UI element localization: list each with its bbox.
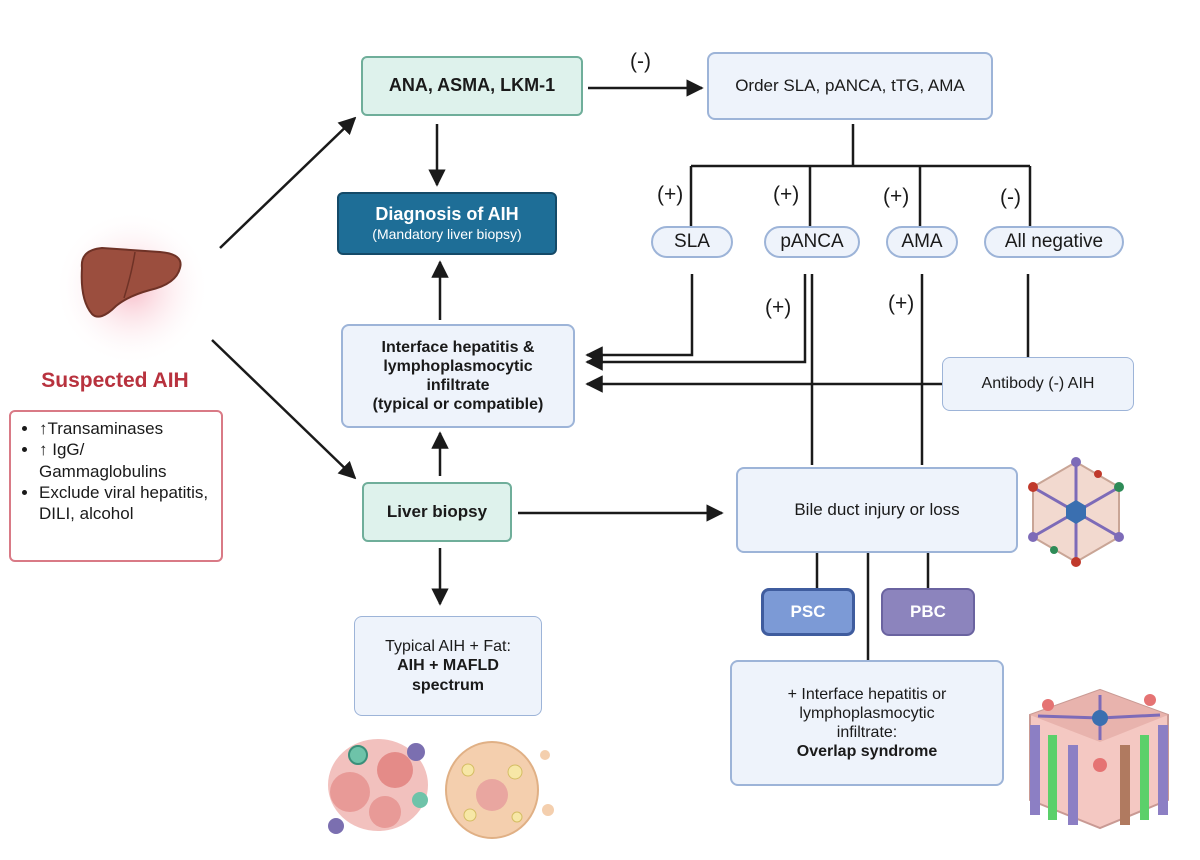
- ana-asma-lkm-box: ANA, ASMA, LKM-1: [361, 56, 583, 116]
- diagnosis-aih-box: Diagnosis of AIH (Mandatory liver biopsy…: [337, 192, 557, 255]
- pill-ama: AMA: [886, 226, 958, 258]
- overlap-syndrome-box: + Interface hepatitis or lymphoplasmocyt…: [730, 660, 1004, 786]
- suspected-aih-title: Suspected AIH: [41, 369, 189, 393]
- pos-sign-sla: (+): [657, 183, 684, 206]
- overlap-line: Overlap syndrome: [796, 743, 938, 761]
- bile-duct-injury-box: Bile duct injury or loss: [736, 467, 1018, 553]
- pill-sla: SLA: [651, 226, 733, 258]
- arrow-liver-to-biopsy: [211, 339, 357, 480]
- pos-sign-ama: (+): [883, 185, 910, 208]
- pbc-box: PBC: [881, 588, 975, 636]
- criteria-item: ↑Transaminases: [39, 418, 215, 439]
- steatosis-cells-icon: [445, 741, 554, 839]
- criteria-item: ↑ IgG/ Gammaglobulins: [39, 439, 215, 482]
- aih-mafld-box: Typical AIH + Fat: AIH + MAFLD spectrum: [354, 616, 542, 716]
- arrow-sla-to-interface: [585, 274, 694, 364]
- overlap-line: infiltrate:: [836, 724, 898, 741]
- overlap-line: lymphoplasmocytic: [799, 704, 935, 722]
- interface-hepatitis-box: Interface hepatitis & lymphoplasmocytic …: [341, 324, 575, 428]
- pos-sign-panca-bile: (+): [765, 296, 792, 319]
- liver-biopsy-box: Liver biopsy: [362, 482, 512, 542]
- aih-cells-icon: [328, 739, 428, 834]
- psc-box: PSC: [761, 588, 855, 636]
- overlap-line: + Interface hepatitis or: [787, 685, 947, 703]
- pill-all-negative: All negative: [984, 226, 1124, 258]
- criteria-item: Exclude viral hepatitis, DILI, alcohol: [39, 482, 215, 525]
- diagnosis-subtitle: (Mandatory liver biopsy): [372, 225, 522, 242]
- antibody-negative-aih-box: Antibody (-) AIH: [942, 357, 1134, 411]
- arrow-panca-to-interface: [585, 274, 807, 371]
- arrow-liver-to-ana: [219, 116, 357, 249]
- connectors: [211, 79, 1032, 660]
- pill-panca: pANCA: [764, 226, 860, 258]
- interface-line: infiltrate: [426, 377, 490, 394]
- fat-line: AIH + MAFLD: [397, 657, 499, 675]
- bile-duct-lobule-icon: [1028, 457, 1124, 567]
- order-tests-box: Order SLA, pANCA, tTG, AMA: [707, 52, 993, 120]
- pos-sign-panca: (+): [773, 183, 800, 206]
- fat-line: Typical AIH + Fat:: [385, 638, 511, 656]
- criteria-list: ↑Transaminases ↑ IgG/ Gammaglobulins Exc…: [19, 418, 215, 524]
- criteria-box: ↑Transaminases ↑ IgG/ Gammaglobulins Exc…: [9, 410, 223, 562]
- interface-line: (typical or compatible): [372, 396, 544, 414]
- diagnosis-title: Diagnosis of AIH: [375, 204, 519, 225]
- interface-line: lymphoplasmocytic: [383, 357, 533, 375]
- pos-sign-ama-bile: (+): [888, 292, 915, 315]
- neg-sign-ana-order: (-): [630, 50, 651, 73]
- liver-lobule-3d-icon: [1029, 688, 1169, 830]
- liver-icon: [54, 210, 210, 366]
- branch-tree: [689, 124, 1032, 228]
- interface-line: Interface hepatitis &: [381, 338, 535, 356]
- fat-line: spectrum: [411, 676, 485, 694]
- neg-sign-allneg: (-): [1000, 186, 1021, 209]
